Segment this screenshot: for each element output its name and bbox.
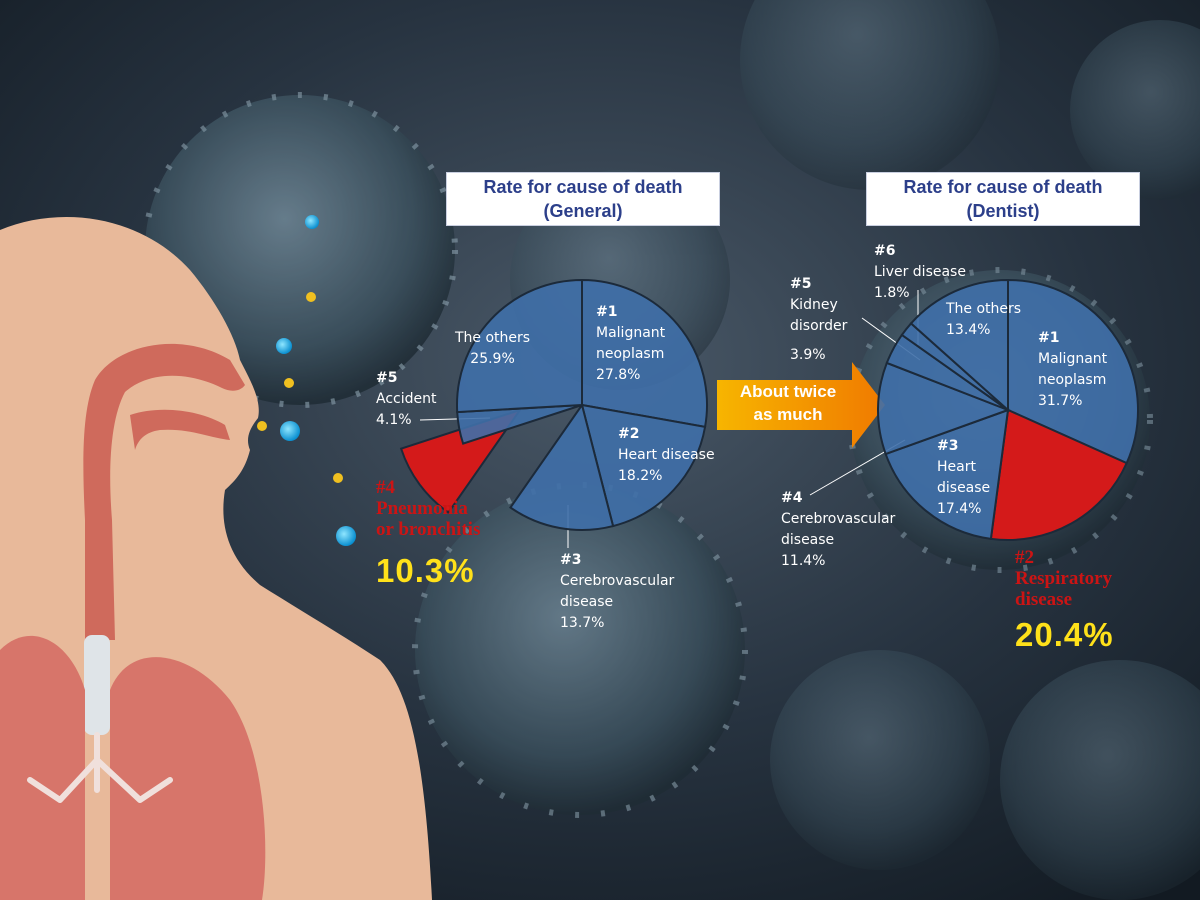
slice-name: Respiratory	[1015, 568, 1113, 589]
slice-name: disorder	[790, 318, 848, 334]
slice-rank: #3	[560, 552, 582, 568]
slice-name: disease	[560, 594, 614, 610]
slice-value: 1.8%	[874, 285, 910, 301]
title-line-1: Rate for cause of death	[483, 177, 683, 197]
slice-rank: #1	[1038, 330, 1060, 346]
highlight-value-general: 10.3%	[376, 552, 475, 589]
slice-name: Malignant	[596, 325, 666, 341]
slice-value: 3.9%	[790, 347, 826, 363]
slice-value: 13.4%	[946, 322, 991, 338]
slice-name: Accident	[376, 391, 437, 407]
slice-value: 25.9%	[470, 351, 515, 367]
label-dentist-2: #2 Respiratory disease	[1015, 547, 1112, 610]
slice-name: Heart disease	[618, 447, 715, 463]
slice-value: 11.4%	[781, 553, 826, 569]
pie-slice-general-1	[580, 403, 707, 528]
label-general-others: The others 25.9%	[455, 328, 530, 370]
highlight-value-dentist: 20.4%	[1015, 616, 1114, 653]
pie-slice-dentist-6	[909, 278, 1009, 413]
label-dentist-others: The others 13.4%	[946, 299, 1021, 341]
airborne-particles	[257, 215, 356, 546]
slice-value: 13.7%	[560, 615, 605, 631]
slice-name: The others	[946, 301, 1022, 317]
title-line-2: (General)	[543, 201, 623, 221]
pie-slice-dentist-2	[884, 408, 1010, 540]
slice-name: Cerebrovascular	[781, 511, 896, 527]
virus-particle	[412, 482, 748, 818]
slice-name: Heart	[937, 459, 976, 475]
slice-name: Pneumonia	[376, 498, 468, 519]
label-general-4: #4 Pneumonia or bronchitis	[376, 477, 480, 540]
slice-name: The others	[455, 330, 531, 346]
slice-name: Kidney	[790, 297, 838, 313]
slice-name: neoplasm	[596, 346, 665, 362]
label-general-1: #1 Malignant neoplasm 27.8%	[596, 302, 665, 386]
label-dentist-6: #6 Liver disease 1.8%	[874, 241, 966, 304]
slice-rank: #2	[1015, 547, 1034, 568]
pie-slice-dentist-1	[989, 408, 1128, 541]
slice-name: Malignant	[1038, 351, 1108, 367]
title-line-2: (Dentist)	[966, 201, 1040, 221]
slice-value: 31.7%	[1038, 393, 1083, 409]
pie-slice-general-2	[509, 402, 615, 531]
slice-rank: #2	[618, 426, 640, 442]
label-dentist-5: #5 Kidney disorder 3.9%	[790, 274, 847, 366]
arrow-line-2: as much	[753, 405, 823, 424]
pie-slice-general-0	[581, 278, 708, 429]
slice-name: Cerebrovascular	[560, 573, 675, 589]
slice-rank: #6	[874, 243, 896, 259]
comparison-arrow	[717, 362, 885, 448]
comparison-arrow-text: About twice as much	[724, 380, 852, 426]
slice-name: disease	[1015, 589, 1072, 610]
label-general-3: #3 Cerebrovascular disease 13.7%	[560, 550, 674, 634]
slice-value: 4.1%	[376, 412, 412, 428]
label-dentist-4: #4 Cerebrovascular disease 11.4%	[781, 488, 895, 572]
human-silhouette	[0, 217, 432, 900]
pie-slice-general-5	[456, 278, 583, 414]
slice-value: 27.8%	[596, 367, 641, 383]
slice-name: Liver disease	[874, 264, 966, 280]
slice-name: or bronchitis	[376, 519, 481, 540]
slice-value: 18.2%	[618, 468, 663, 484]
slice-rank: #3	[937, 438, 959, 454]
label-dentist-1: #1 Malignant neoplasm 31.7%	[1038, 328, 1107, 412]
pie-slice-dentist-3	[877, 361, 1011, 456]
slice-value: 17.4%	[937, 501, 982, 517]
slice-name: neoplasm	[1038, 372, 1107, 388]
label-general-5: #5 Accident 4.1%	[376, 368, 436, 431]
arrow-line-1: About twice	[739, 382, 837, 401]
chart-title-dentist: Rate for cause of death (Dentist)	[866, 172, 1140, 226]
label-general-2: #2 Heart disease 18.2%	[618, 424, 715, 487]
chart-title-general: Rate for cause of death (General)	[446, 172, 720, 226]
title-line-1: Rate for cause of death	[903, 177, 1103, 197]
slice-rank: #5	[790, 276, 812, 292]
slice-rank: #4	[781, 490, 803, 506]
label-dentist-3: #3 Heart disease 17.4%	[937, 436, 990, 520]
slice-rank: #5	[376, 370, 398, 386]
slice-rank: #4	[376, 477, 395, 498]
slice-rank: #1	[596, 304, 618, 320]
slice-name: disease	[937, 480, 991, 496]
slice-name: disease	[781, 532, 835, 548]
pie-slice-dentist-0	[1007, 278, 1139, 465]
